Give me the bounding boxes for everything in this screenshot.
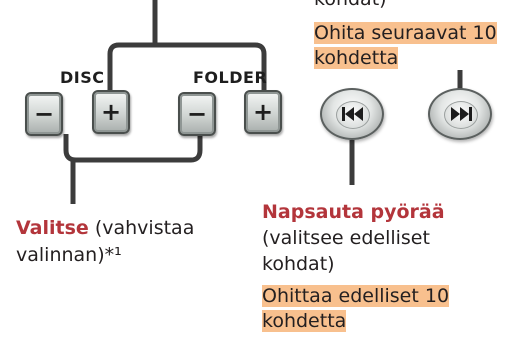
disc-plus-button[interactable]: + [92,90,130,134]
top-note-partial: kohdat) [314,0,387,11]
skip-next-icon [451,107,472,121]
select-note-line2: valinnan)*¹ [16,244,122,266]
minus-icon: − [186,100,208,128]
top-note-highlight-line2: kohdetta [314,46,399,70]
skip-previous-button[interactable] [320,88,384,140]
plus-icon: + [100,98,122,126]
wheel-note-highlight-line2: kohdetta [262,309,347,333]
select-note-bold: Valitse [16,217,89,239]
bottom-connector [63,134,203,204]
button-face [336,101,370,129]
wheel-note-bold: Napsauta pyörää [262,201,445,223]
folder-label: FOLDER [193,68,268,87]
wheel-note-line2: (valitsee edelliset [262,227,430,249]
skip-next-button[interactable] [428,88,492,140]
highlight: kohdetta [314,47,399,69]
wheel-note-highlight-line1: Ohittaa edelliset 10 [262,284,450,308]
skip-previous-icon [342,107,363,121]
top-note-highlight-line1: Ohita seuraavat 10 [314,21,497,45]
folder-minus-button[interactable]: − [178,92,216,136]
wheel-note-title: Napsauta pyörää [262,200,445,224]
disc-label: DISC [60,68,105,87]
select-note-line1: Valitse (vahvistaa [16,216,194,240]
plus-icon: + [252,98,274,126]
select-note-rest: (vahvistaa [88,217,195,239]
folder-plus-button[interactable]: + [244,90,282,134]
highlight: Ohittaa edelliset 10 [262,285,450,307]
top-connector [107,0,267,90]
highlight: kohdetta [262,310,347,332]
disc-minus-button[interactable]: − [25,92,63,136]
highlight: Ohita seuraavat 10 [314,22,497,44]
wheel-note-line3: kohdat) [262,253,335,275]
minus-icon: − [33,100,55,128]
